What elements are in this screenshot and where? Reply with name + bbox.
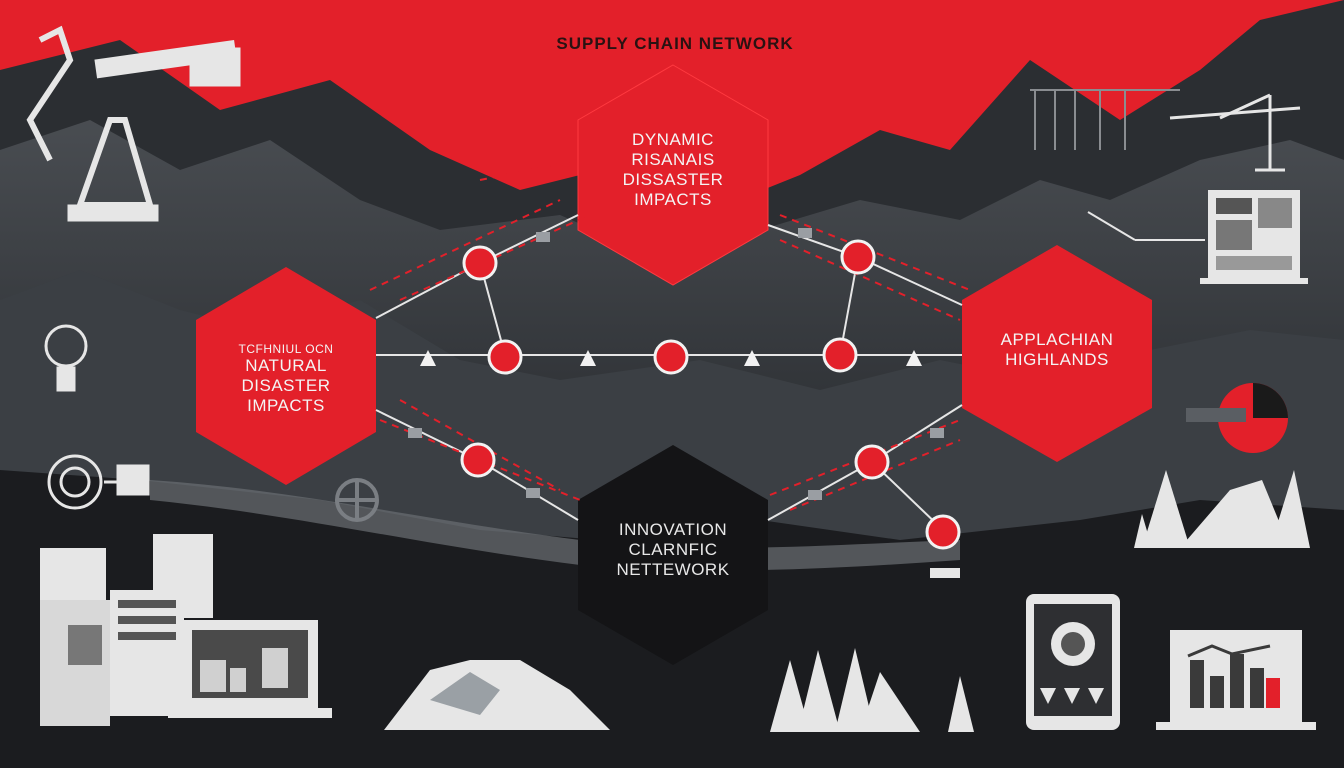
hexagon-right bbox=[962, 245, 1152, 462]
mountain-shadow bbox=[430, 672, 500, 715]
hexagon-top-line: IMPACTS bbox=[634, 190, 712, 210]
network-node-icon bbox=[44, 324, 88, 392]
sensor-target-icon bbox=[47, 454, 150, 510]
tablet-icon bbox=[1026, 594, 1120, 730]
hexagon-bottom-line: CLARNFIC bbox=[628, 540, 718, 560]
hexagon-top bbox=[577, 64, 769, 286]
hexagon-top-line: DISSASTER bbox=[622, 170, 724, 190]
hexagon-bottom-line: NETTEWORK bbox=[616, 560, 730, 580]
laptop-icon bbox=[168, 620, 332, 718]
network-links bbox=[375, 214, 963, 531]
hexagon-left-line: IMPACTS bbox=[247, 396, 325, 416]
dashboard-icon bbox=[1200, 190, 1308, 284]
diagram-title: SUPPLY CHAIN NETWORK bbox=[556, 34, 794, 53]
hexagon-bottom bbox=[578, 445, 768, 665]
bar-chart-icon bbox=[1156, 630, 1316, 730]
oil-pump-icon bbox=[26, 25, 241, 222]
gear-icon bbox=[335, 478, 379, 522]
snow-peak-right bbox=[1180, 480, 1290, 548]
hexagon-left-line: DISASTER bbox=[241, 376, 331, 396]
hexagon-bottom-line: INNOVATION bbox=[618, 520, 728, 539]
hexagon-left bbox=[196, 267, 376, 485]
hexagon-right-line: HIGHLANDS bbox=[1005, 350, 1109, 370]
hexagon-right-label: APPLACHIAN HIGHLANDS bbox=[972, 330, 1142, 370]
snow-mountain bbox=[384, 660, 610, 730]
warning-icon bbox=[420, 350, 922, 366]
hexagon-top-line: DYNAMIC bbox=[632, 130, 714, 149]
pie-chart-icon bbox=[1186, 383, 1288, 453]
hexagon-left-line: TCFHNIUL OCN bbox=[238, 342, 334, 356]
network-nodes bbox=[460, 239, 961, 550]
hexagon-left-label: TCFHNIUL OCN NATURAL DISASTER IMPACTS bbox=[206, 342, 366, 416]
truck-icon bbox=[408, 228, 960, 578]
hexagon-bottom-label: INNOVATION CLARNFIC NETTEWORK bbox=[588, 520, 758, 580]
crane-icon bbox=[1169, 93, 1301, 172]
pipeline-icon bbox=[1030, 89, 1180, 150]
hexagon-right-line: APPLACHIAN bbox=[1000, 330, 1114, 349]
hexagon-top-label: DYNAMIC RISANAIS DISSASTER IMPACTS bbox=[588, 130, 758, 210]
hexagon-left-line: NATURAL bbox=[245, 356, 327, 376]
server-rack-icon bbox=[40, 534, 213, 726]
hexagon-top-line: RISANAIS bbox=[631, 150, 715, 170]
